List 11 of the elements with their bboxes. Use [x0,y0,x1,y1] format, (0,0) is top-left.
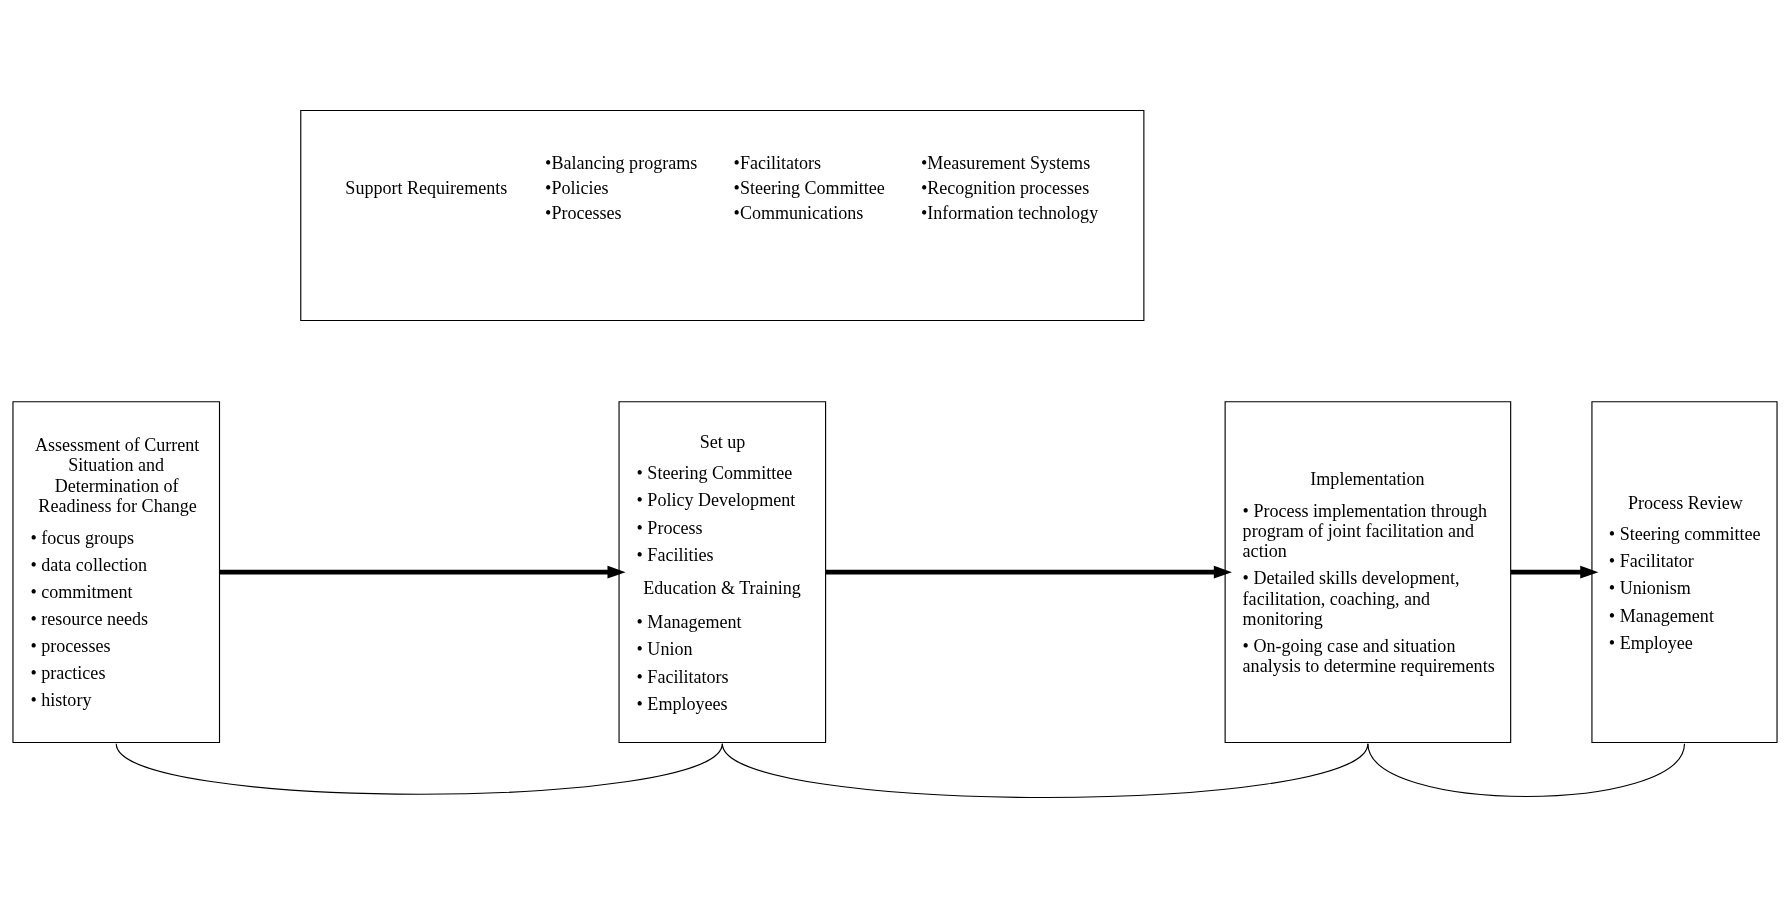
node-box: Support Requirements •Balancing programs •Policies •Processes •Facilitators •Steering Committee •Communications •Measurement Systems •Recognition processes •Information technology [300,109,1145,321]
node-box: Set up • Steering Committee • Policy Development • Process • Facilities Education & Training • Management • Union • Facilitators • Employees [618,400,827,743]
connector [115,742,723,795]
arrow [219,565,626,578]
node-box: Assessment of Current Situation and Determination of Readiness for Change • focus groups • data collection • commitment • resource needs • processes • practices • history [12,400,221,743]
connector [721,742,1369,798]
arrow [1511,565,1599,578]
node-box: Implementation • Process implementation through program of joint facilitation and action • Detailed skills development, facilitation, coaching, and monitoring • On-going case and situation analysis to determine requirements [1224,400,1512,743]
node-box: Process Review • Steering committee • Facilitator • Unionism • Management • Employee [1591,400,1778,743]
connector [1367,742,1686,797]
arrow [825,565,1232,578]
